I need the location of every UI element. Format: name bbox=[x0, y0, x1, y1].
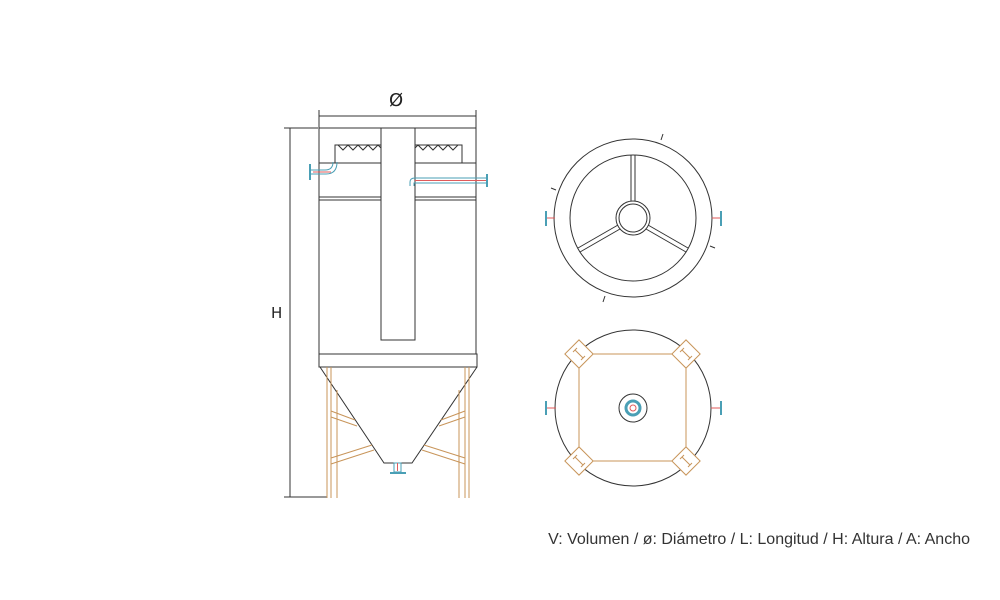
front-view bbox=[284, 110, 488, 498]
leg-plates bbox=[564, 339, 701, 476]
side-nozzles bbox=[545, 211, 722, 226]
diameter-label: Ø bbox=[389, 90, 404, 111]
outlet-valve bbox=[390, 462, 406, 474]
bottom-view bbox=[545, 329, 722, 487]
height-label: H bbox=[271, 304, 283, 322]
inlet-pipe bbox=[309, 161, 488, 187]
spokes bbox=[577, 155, 689, 253]
bottom-band bbox=[318, 353, 478, 368]
top-view bbox=[545, 133, 722, 303]
support-legs bbox=[326, 367, 470, 498]
center-column bbox=[380, 127, 416, 341]
legend-caption: V: Volumen / ø: Diámetro / L: Longitud /… bbox=[548, 531, 970, 548]
